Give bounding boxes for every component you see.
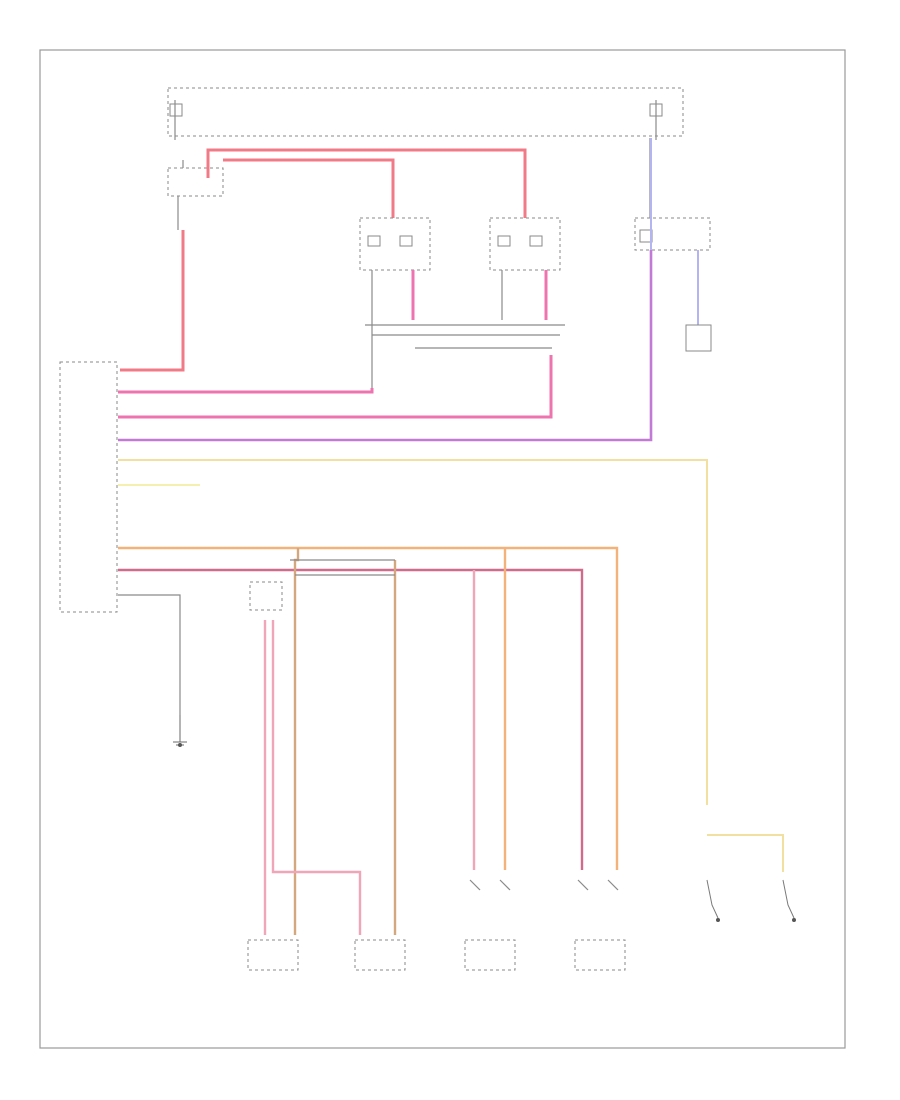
window-motor-rf <box>354 939 406 971</box>
rear-door-switches <box>706 834 796 922</box>
ignition-junction <box>167 160 224 230</box>
passenger-window-switch <box>489 217 561 320</box>
fuse-relay-box <box>167 87 684 140</box>
diagram-frame <box>39 49 846 1049</box>
right-junction <box>634 138 712 352</box>
window-motor-lr <box>464 879 516 971</box>
window-motor-lf <box>247 939 299 971</box>
module-wires <box>118 138 708 870</box>
window-motor-rr <box>574 879 626 971</box>
ground-symbol <box>173 715 187 747</box>
power-feed-wires <box>120 148 527 372</box>
connector-block <box>249 581 283 611</box>
harness-lines <box>263 548 507 935</box>
control-module <box>59 361 118 613</box>
splice-block <box>365 320 565 390</box>
driver-window-switch <box>359 217 431 320</box>
